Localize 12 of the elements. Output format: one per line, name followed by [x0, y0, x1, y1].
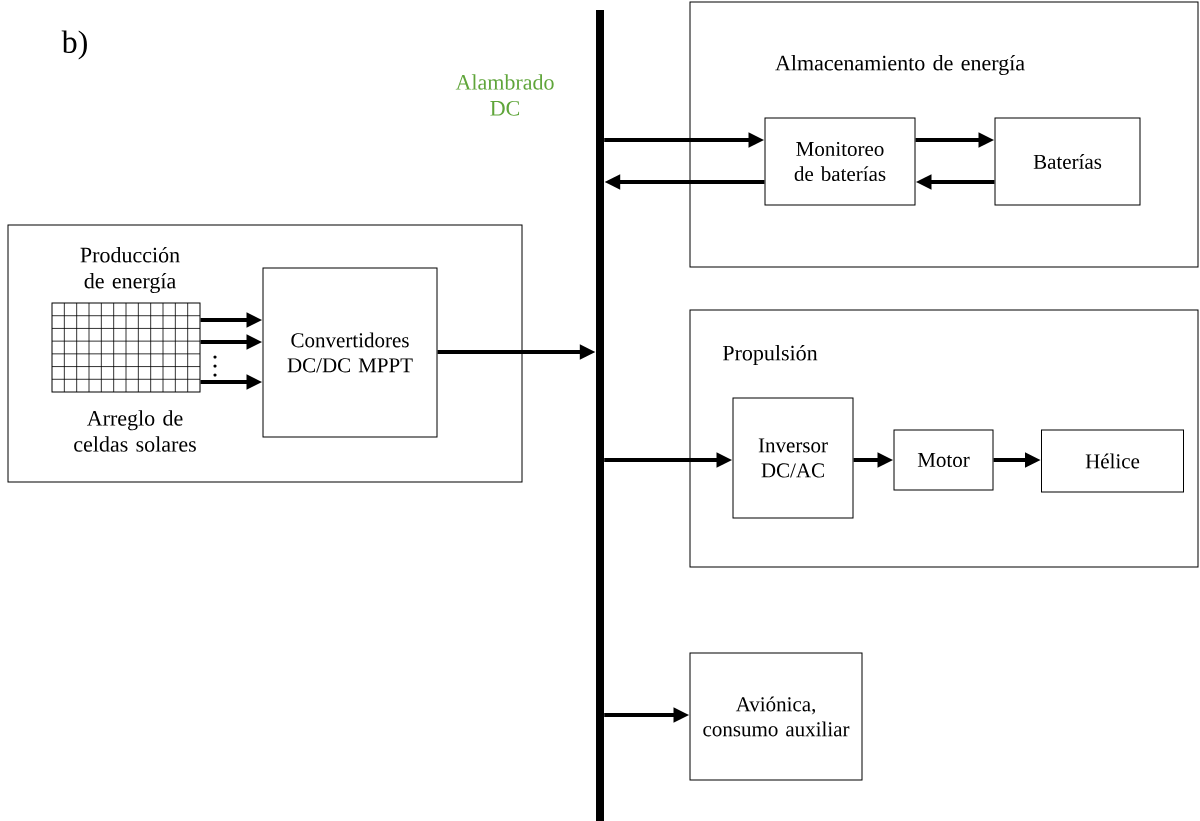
process-box: Motor	[893, 429, 994, 491]
panel-label: b)	[61, 30, 87, 60]
process-box: Convertidores DC/DC MPPT	[262, 267, 438, 438]
solar-array-drawing	[51, 302, 201, 393]
process-box: Inversor DC/AC	[732, 397, 854, 519]
process-box: Monitoreo de baterías	[764, 117, 916, 206]
node-label: Arreglo de celdas solares	[74, 410, 196, 452]
process-box: Hélice	[1041, 429, 1184, 493]
bus-bar	[596, 10, 604, 821]
process-box: Aviónica, consumo auxiliar	[689, 652, 863, 781]
process-box: Baterías	[994, 117, 1141, 206]
node-label: Alambrado DC	[455, 74, 554, 116]
